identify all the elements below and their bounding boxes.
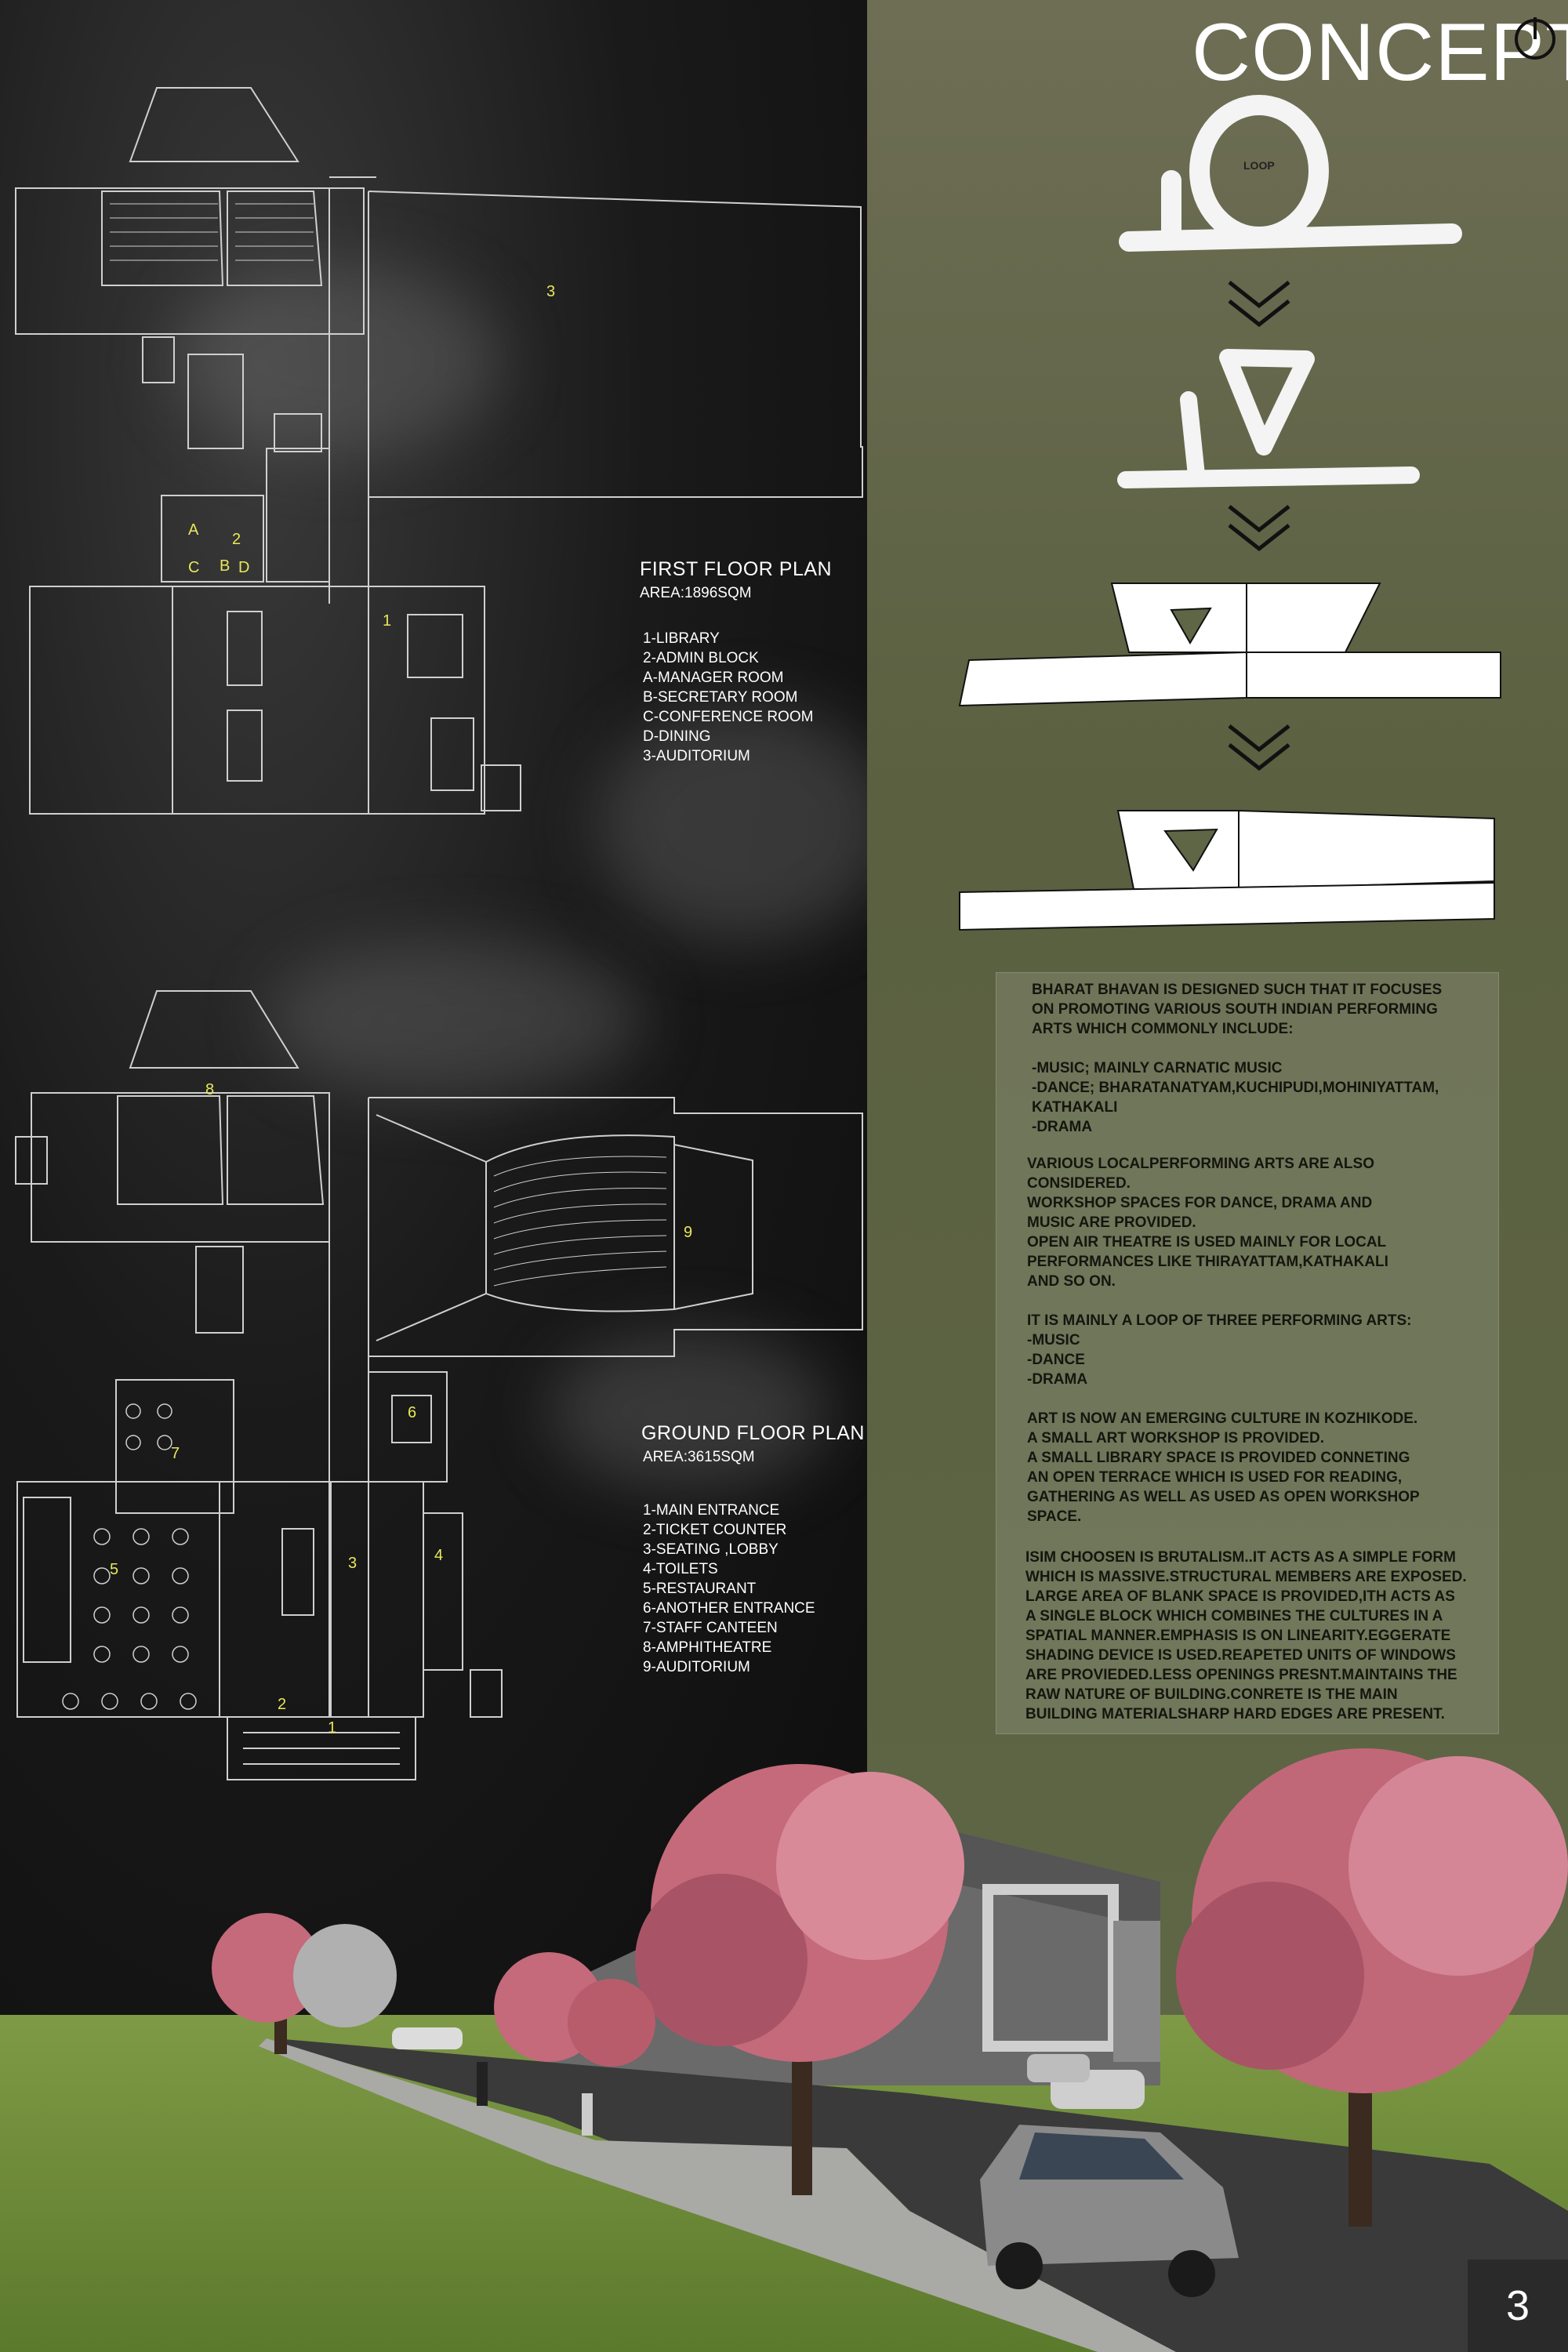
plans-panel <box>0 0 894 2015</box>
description-paragraph-1: BHARAT BHAVAN IS DESIGNED SUCH THAT IT F… <box>1032 982 1443 1135</box>
power-icon <box>1515 17 1555 60</box>
legend-item: 3-AUDITORIUM <box>643 748 750 764</box>
ground-floor-label-8: 8 <box>205 1081 214 1098</box>
first-floor-label-b: B <box>220 557 230 575</box>
legend-item: 2-TICKET COUNTER <box>643 1522 787 1538</box>
page-number: 3 <box>1468 2259 1568 2352</box>
person <box>477 2062 488 2106</box>
concept-diagram: LOOP <box>958 95 1501 931</box>
tree <box>212 1913 397 2054</box>
legend-item: 6-ANOTHER ENTRANCE <box>643 1600 815 1617</box>
first-floor-title: FIRST FLOOR PLAN <box>640 558 833 580</box>
amphitheatre-block-outline <box>31 1092 330 1243</box>
tree <box>1176 1748 1568 2227</box>
loop-label: LOOP <box>1243 159 1275 172</box>
ground-floor-label-3: 3 <box>348 1555 357 1572</box>
cloud-texture <box>596 706 894 941</box>
first-floor-label-d: D <box>238 559 249 576</box>
auditorium-outline <box>368 1097 863 1357</box>
car <box>1027 2054 1145 2109</box>
ground-floor-legend: 1-MAIN ENTRANCE 2-TICKET COUNTER 3-SEATI… <box>643 1501 815 1677</box>
legend-item: 9-AUDITORIUM <box>643 1659 750 1675</box>
legend-item: 3-SEATING ,LOBBY <box>643 1541 779 1558</box>
ground-floor-area: AREA:3615SQM <box>643 1449 755 1465</box>
description-paragraph-3: ISIM CHOOSEN IS BRUTALISM..IT ACTS AS A … <box>1025 1549 1467 1722</box>
first-floor-block-upper <box>15 187 365 335</box>
amphitheatre-outline <box>129 87 299 162</box>
library-block-outline <box>29 586 485 815</box>
first-floor-label-2: 2 <box>232 531 241 548</box>
car <box>980 2125 1239 2297</box>
ground-floor-label-1: 1 <box>328 1719 336 1737</box>
ground-floor-label-5: 5 <box>110 1561 118 1578</box>
main-entrance-steps <box>227 1716 416 1780</box>
legend-item: 8-AMPHITHEATRE <box>643 1639 772 1656</box>
first-floor-area: AREA:1896SQM <box>640 585 752 601</box>
legend-item: 1-LIBRARY <box>643 630 720 647</box>
cloud-texture <box>549 1333 831 1490</box>
chevron-down-icon <box>1228 505 1290 552</box>
chevron-down-icon <box>1228 281 1290 328</box>
first-floor-label-c: C <box>188 559 199 576</box>
first-floor-label-1: 1 <box>383 612 391 630</box>
car <box>392 2027 463 2049</box>
legend-item: 4-TOILETS <box>643 1561 718 1577</box>
ground-floor-title: GROUND FLOOR PLAN <box>641 1422 865 1444</box>
legend-item: 1-MAIN ENTRANCE <box>643 1502 780 1519</box>
amphitheatre-outline <box>129 990 299 1069</box>
concept-title: CONCEPT <box>1192 7 1568 98</box>
exterior-render <box>0 1748 1568 2352</box>
tree <box>635 1764 964 2195</box>
loop-sketch <box>1119 95 1462 252</box>
block-form-1 <box>958 583 1501 707</box>
legend-item: B-SECRETARY ROOM <box>643 689 798 706</box>
first-floor-label-a: A <box>188 521 199 539</box>
ground-floor-label-2: 2 <box>278 1696 286 1713</box>
road <box>274 2038 1568 2352</box>
cloud-texture <box>267 941 643 1098</box>
tree <box>494 1952 655 2067</box>
ground-floor-label-6: 6 <box>408 1404 416 1421</box>
legend-item: 2-ADMIN BLOCK <box>643 650 759 666</box>
first-floor-plan-drawing: 3 1 2 A C B D <box>15 87 863 815</box>
first-floor-legend: 1-LIBRARY 2-ADMIN BLOCK A-MANAGER ROOM B… <box>643 629 813 766</box>
ground-floor-label-9: 9 <box>684 1224 692 1241</box>
auditorium-hall-outline <box>368 191 863 498</box>
ground-floor-plan-drawing: 8 9 6 7 5 3 4 2 1 <box>15 990 863 1780</box>
restaurant-outline <box>16 1481 332 1718</box>
triangle-sketch <box>1117 349 1420 488</box>
legend-item: A-MANAGER ROOM <box>643 670 784 686</box>
cloud-texture <box>172 267 502 455</box>
description-paragraph-2: VARIOUS LOCALPERFORMING ARTS ARE ALSO CO… <box>1027 1156 1420 1525</box>
ground-floor-label-4: 4 <box>434 1547 443 1564</box>
description-box <box>996 972 1499 1734</box>
person <box>582 2093 593 2136</box>
ground-floor-label-7: 7 <box>171 1445 180 1462</box>
block-form-2 <box>959 809 1495 931</box>
legend-item: 7-STAFF CANTEEN <box>643 1620 778 1636</box>
legend-item: D-DINING <box>643 728 711 745</box>
footpath <box>259 2038 1176 2352</box>
legend-item: C-CONFERENCE ROOM <box>643 709 814 725</box>
first-floor-label-3: 3 <box>546 283 555 300</box>
chevron-down-icon <box>1228 724 1290 771</box>
legend-item: 5-RESTAURANT <box>643 1581 757 1597</box>
